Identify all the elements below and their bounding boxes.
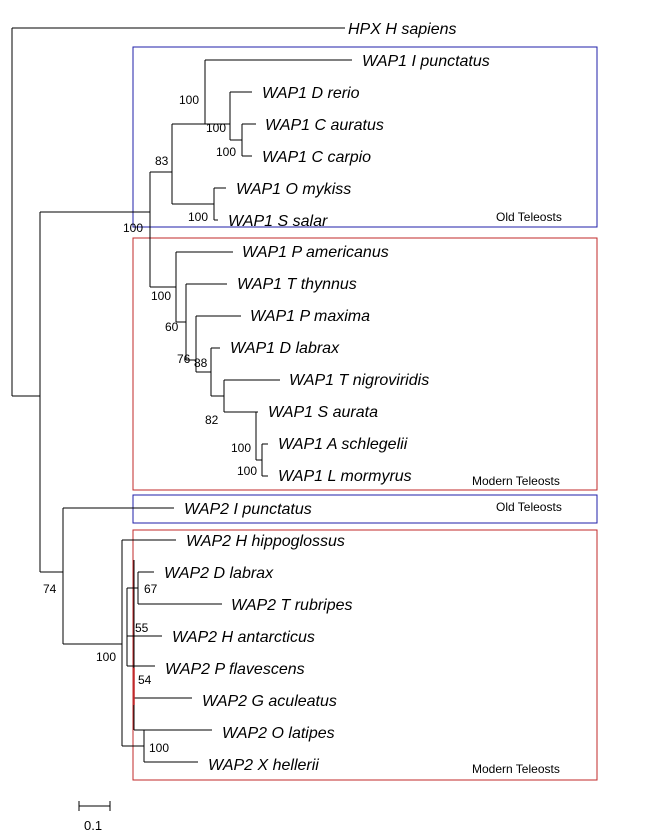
taxon-wap2-p-flavescens: WAP2 P flavescens [165,661,305,678]
taxon-wap1-c-auratus: WAP1 C auratus [265,117,384,134]
taxon-wap1-t-nigroviridis: WAP1 T nigroviridis [289,372,429,389]
bootstrap-value: 100 [216,145,236,159]
taxon-wap1-p-americanus: WAP1 P americanus [242,244,389,261]
taxon-wap1-o-mykiss: WAP1 O mykiss [236,181,351,198]
bootstrap-value: 54 [138,673,152,687]
taxon-wap2-o-latipes: WAP2 O latipes [222,725,335,742]
bootstrap-value: 76 [177,352,191,366]
modern-teleosts-box-wap2 [132,529,598,781]
bootstrap-value: 100 [188,210,208,224]
group-label-old-teleosts: Old Teleosts [496,500,562,514]
taxon-wap1-i-punctatus: WAP1 I punctatus [362,53,490,70]
taxon-wap1-s-aurata: WAP1 S aurata [268,404,378,421]
bootstrap-value: 88 [194,356,208,370]
bootstrap-value: 100 [231,441,251,455]
scale-bar [78,801,111,811]
bootstrap-value: 82 [205,413,219,427]
bootstrap-value: 100 [206,121,226,135]
bootstrap-value: 100 [237,464,257,478]
tree-branches [11,27,352,763]
bootstrap-value: 100 [151,289,171,303]
taxon-wap1-c-carpio: WAP1 C carpio [262,149,371,166]
taxon-wap1-a-schlegelii: WAP1 A schlegelii [278,436,408,453]
taxon-wap2-x-hellerii: WAP2 X hellerii [208,757,319,774]
taxon-wap2-i-punctatus: WAP2 I punctatus [184,501,312,518]
bootstrap-value: 100 [179,93,199,107]
taxon-wap2-t-rubripes: WAP2 T rubripes [231,597,353,614]
modern-teleosts-box-wap1 [132,237,598,491]
bootstrap-value: 100 [123,221,143,235]
taxon-wap2-d-labrax: WAP2 D labrax [164,565,274,582]
bootstrap-value: 67 [144,582,158,596]
taxon-wap2-h-antarcticus: WAP2 H antarcticus [172,629,315,646]
taxon-hpx-h-sapiens: HPX H sapiens [348,21,457,38]
bootstrap-value: 55 [135,621,149,635]
taxon-wap1-l-mormyrus: WAP1 L mormyrus [278,468,412,485]
group-label-modern-teleosts: Modern Teleosts [472,762,560,776]
taxon-wap1-p-maxima: WAP1 P maxima [250,308,370,325]
bootstrap-value: 100 [96,650,116,664]
taxon-wap1-d-labrax: WAP1 D labrax [230,340,340,357]
old-teleosts-box-wap1 [132,46,598,228]
group-label-modern-teleosts: Modern Teleosts [472,474,560,488]
taxon-wap1-t-thynnus: WAP1 T thynnus [237,276,357,293]
bootstrap-value: 60 [165,320,179,334]
bootstrap-value: 74 [43,582,57,596]
taxon-wap2-g-aculeatus: WAP2 G aculeatus [202,693,337,710]
taxon-wap2-h-hippoglossus: WAP2 H hippoglossus [186,533,345,550]
bootstrap-value: 100 [149,741,169,755]
bootstrap-value: 83 [155,154,169,168]
taxon-wap1-d-rerio: WAP1 D rerio [262,85,360,102]
taxon-wap1-s-salar: WAP1 S salar [228,213,328,230]
scale-bar-label: 0.1 [84,818,102,833]
group-label-old-teleosts: Old Teleosts [496,210,562,224]
old-teleosts-box-wap2 [132,494,598,524]
